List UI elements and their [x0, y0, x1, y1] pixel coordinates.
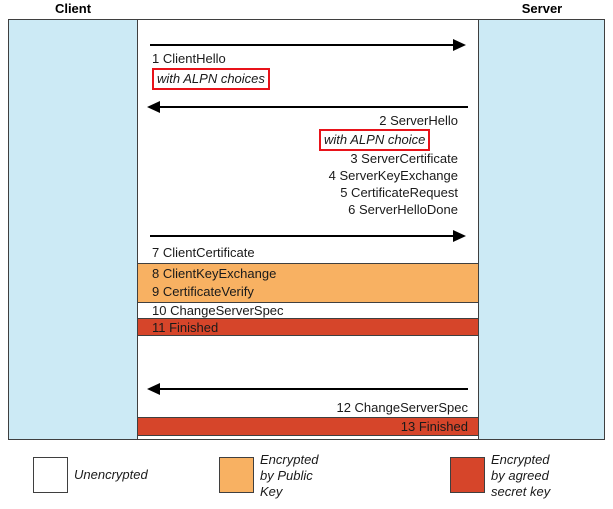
legend-swatch-unencrypted: [33, 457, 68, 493]
message-certificate-verify: 9 CertificateVerify: [152, 284, 254, 299]
band-encrypted-public-key: [137, 263, 479, 303]
message-client-certificate: 7 ClientCertificate: [152, 245, 255, 260]
legend-label-secret-key: Encrypted by agreed secret key: [491, 452, 551, 499]
message-client-key-exchange: 8 ClientKeyExchange: [152, 266, 277, 281]
message-change-server-spec-client: 10 ChangeServerSpec: [152, 303, 284, 318]
message-certificate-request: 5 CertificateRequest: [340, 185, 458, 200]
arrow-head-right-1: [453, 39, 466, 51]
legend-label-public-key: Encrypted by Public Key: [260, 452, 319, 499]
server-lane: [478, 19, 605, 440]
arrow-head-right-2: [453, 230, 466, 242]
arrow-client-to-server-2: [150, 235, 455, 237]
alpn-choices-highlight: with ALPN choices: [152, 68, 270, 90]
message-server-key-exchange: 4 ServerKeyExchange: [328, 168, 458, 183]
client-lane: [8, 19, 138, 440]
message-finished-client: 11 Finished: [152, 320, 219, 335]
message-finished-server: 13 Finished: [400, 419, 468, 434]
legend-swatch-public-key: [219, 457, 254, 493]
legend-item-secret-key: Encrypted by agreed secret key: [450, 448, 613, 506]
legend-item-public-key: Encrypted by Public Key: [219, 448, 399, 506]
legend-swatch-secret-key: [450, 457, 485, 493]
band-encrypted-secret-key-client: [137, 318, 479, 336]
alpn-choice-highlight: with ALPN choice: [319, 129, 431, 151]
arrow-head-left-2: [147, 383, 160, 395]
column-header-client: Client: [54, 1, 92, 16]
arrow-head-left-1: [147, 101, 160, 113]
column-header-server: Server: [521, 1, 563, 16]
message-client-hello: 1 ClientHello: [152, 51, 226, 66]
message-server-certificate: 3 ServerCertificate: [350, 151, 458, 166]
arrow-client-to-server-1: [150, 44, 455, 46]
message-change-server-spec-server: 12 ChangeServerSpec: [336, 400, 468, 415]
legend: Unencrypted Encrypted by Public Key Encr…: [0, 448, 613, 509]
message-server-hello: 2 ServerHello: [379, 113, 458, 128]
legend-item-unencrypted: Unencrypted: [33, 448, 213, 506]
tls-handshake-diagram: 1 ClientHello with ALPN choices 2 Server…: [8, 19, 605, 440]
arrow-server-to-client-1: [160, 106, 468, 108]
arrow-server-to-client-2: [160, 388, 468, 390]
band-encrypted-secret-key-server: [137, 417, 479, 436]
legend-label-unencrypted: Unencrypted: [74, 467, 148, 482]
message-server-hello-done: 6 ServerHelloDone: [348, 202, 458, 217]
